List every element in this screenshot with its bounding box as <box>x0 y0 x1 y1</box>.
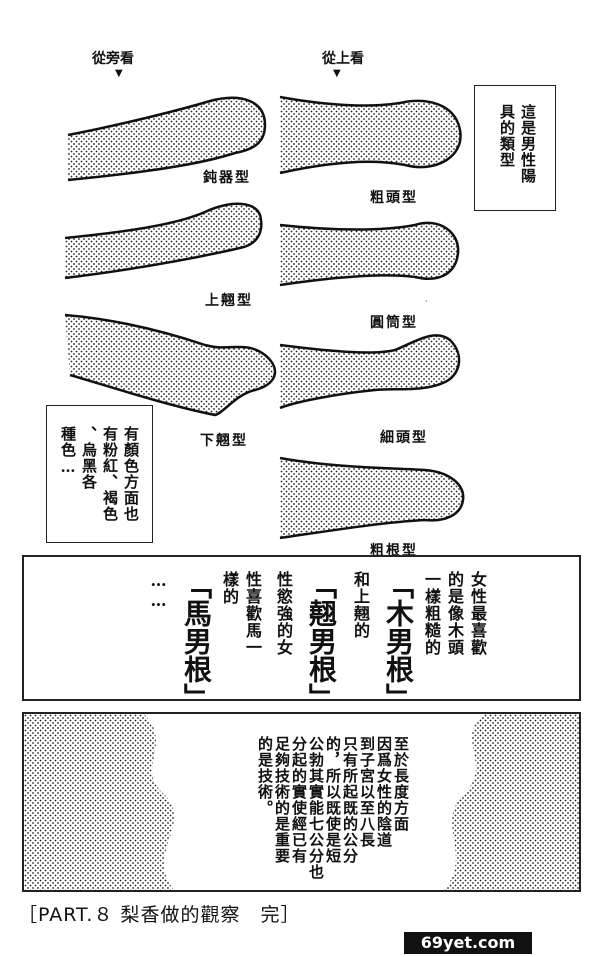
xiaqiao-shape <box>64 313 277 417</box>
type-label-yuantong: 圓筒型 <box>370 315 418 331</box>
middle-col: 一樣粗糙的 <box>422 571 441 656</box>
top-view-arrow-icon: ▼ <box>333 68 341 79</box>
yuantong-shape <box>279 221 460 287</box>
middle-col: 的是像木頭 <box>445 571 464 656</box>
term-mu-nangen: 「木男根」 <box>382 571 415 711</box>
shangqiao-shape <box>64 202 263 280</box>
footer-title: ［PART.８ 梨香做的觀察 完］ <box>18 904 301 926</box>
middle-text-box: 女性最喜歡 的是像木頭 一樣粗糙的 「木男根」 和上翹的 「翹男根」 性慾強的女… <box>22 555 581 711</box>
term-qiao-nangen: 「翹男根」 <box>305 571 338 711</box>
bottom-panel-bg <box>24 714 579 890</box>
color-note-box: 有顏色方面也 有粉紅、褐色 、烏黑各 種色… <box>46 405 153 543</box>
cutou-shape <box>279 95 462 175</box>
middle-col: 樣的 <box>220 571 239 605</box>
side-view-label: 從旁看 <box>92 51 134 67</box>
middle-col: 女性最喜歡 <box>468 571 487 656</box>
bottom-col: 足夠技術的是重要 <box>273 736 291 864</box>
middle-col: 和上翹的 <box>351 571 370 639</box>
color-note-col: 有顏色方面也 <box>122 426 140 522</box>
color-note-col: 、烏黑各 <box>80 426 98 490</box>
dun-shape <box>67 96 267 182</box>
bottom-col: 分起的實使經已有 <box>290 736 308 864</box>
type-label-cutou: 粗頭型 <box>370 190 418 206</box>
bottom-col: 至於長度方面 <box>392 736 410 832</box>
bottom-col: 到子宮以至八長 <box>358 736 376 848</box>
type-label-xiaqiao: 下翹型 <box>200 433 248 449</box>
title-note-col: 這是男性陽 <box>519 104 537 184</box>
color-note-col: 種色… <box>59 426 77 477</box>
title-note-col: 具的類型 <box>498 104 516 168</box>
decor-dot: · <box>425 297 428 306</box>
middle-col: 性喜歡馬一 <box>243 571 262 656</box>
bottom-col: 只有所起既的公分 <box>341 736 359 864</box>
bottom-panel: 至於長度方面 因爲女性的陰道 到子宮以至八長 只有所起既的公分 的，所以既使是短… <box>22 712 581 892</box>
middle-col: 性慾強的女 <box>274 571 293 656</box>
top-view-label: 從上看 <box>322 51 364 67</box>
bottom-col: 因爲女性的陰道 <box>375 736 393 848</box>
cugen-shape <box>279 456 465 540</box>
bottom-col: 的是技術。 <box>256 736 274 816</box>
xitou-shape <box>279 334 461 410</box>
bottom-col: 公勃其實能七公分也 <box>307 736 325 880</box>
title-note-box: 這是男性陽 具的類型 <box>474 85 556 211</box>
term-ma-nangen: 「馬男根」 <box>180 571 213 711</box>
type-label-shangqiao: 上翹型 <box>205 293 253 309</box>
type-label-xitou: 細頭型 <box>380 430 428 446</box>
type-label-dun: 鈍器型 <box>203 170 251 186</box>
middle-dots: …… <box>149 571 168 611</box>
bottom-col: 的，所以既使是短 <box>324 736 342 864</box>
watermark: 69yet.com <box>404 932 532 954</box>
side-view-arrow-icon: ▼ <box>115 68 123 79</box>
color-note-col: 有粉紅、褐色 <box>101 426 119 522</box>
